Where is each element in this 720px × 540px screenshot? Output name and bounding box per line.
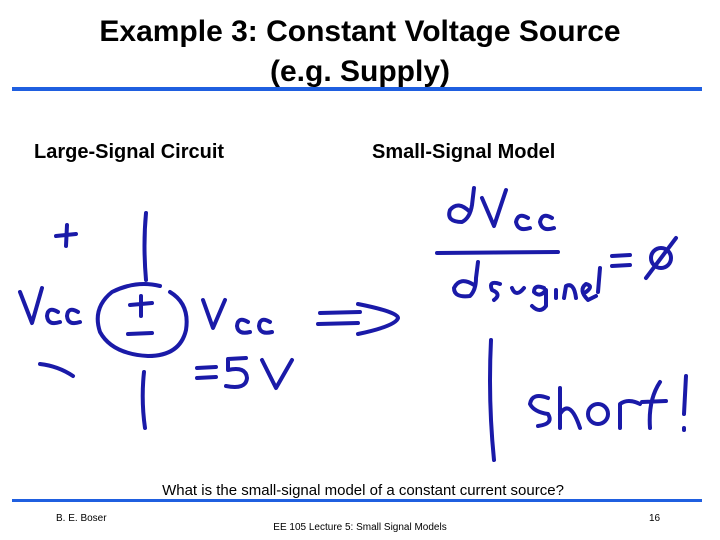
hw-vcc-right: [201, 298, 274, 335]
hw-equals-zero: [610, 236, 678, 280]
hw-minus-left: [38, 362, 75, 378]
title-divider: [12, 87, 702, 91]
hw-dsignal: [452, 260, 602, 312]
hw-equals-5v: [195, 356, 294, 390]
left-heading: Large-Signal Circuit: [34, 141, 225, 163]
hw-vcc-left: [18, 286, 82, 326]
hw-plus-left: [54, 223, 78, 248]
hw-short-text: [528, 374, 688, 432]
hw-wire-bottom: [140, 370, 147, 430]
hw-fraction-bar: [435, 250, 560, 255]
hw-arrow: [316, 302, 400, 336]
question-text: What is the small-signal model of a cons…: [162, 482, 564, 499]
hw-dvcc: [447, 186, 556, 232]
hw-short-line: [488, 338, 496, 462]
slide-title-line1: Example 3: Constant Voltage Source: [99, 15, 621, 48]
hw-source-circle: [95, 282, 189, 358]
slide-title-line2: (e.g. Supply): [270, 55, 450, 88]
hw-wire-top: [142, 211, 148, 282]
hw-minus-inner: [126, 331, 154, 336]
hw-plus-inner: [128, 294, 154, 318]
right-heading: Small-Signal Model: [372, 141, 556, 163]
footer-course: EE 105 Lecture 5: Small Signal Models: [273, 522, 447, 533]
footer-page-number: 16: [649, 513, 661, 524]
footer-author: B. E. Boser: [56, 513, 107, 524]
footer-divider: [12, 499, 702, 502]
